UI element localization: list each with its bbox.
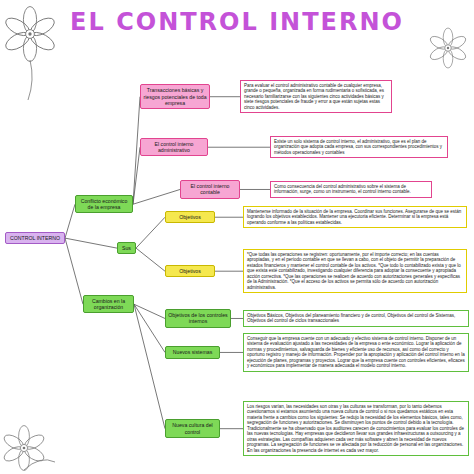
node-text: Transacciones básicas y riesgos potencia… [143,87,207,106]
node-text: El control interno administrativo [143,141,205,153]
node-text: Objetivos de los controles internos [168,312,228,324]
description-box: Conseguir que la empresa cuente con un a… [243,333,469,372]
node-text: Nueva cultura del control [168,422,217,434]
node-text: Cambios en la organización [86,298,131,310]
connector-line [133,189,180,204]
node-text: Objetivos [168,268,212,274]
node-text: Sus [120,245,133,251]
node-text: Conseguir que la empresa cuente con un a… [247,336,465,369]
topic-box: Nuevos sistemas [165,346,220,358]
node-text: Nuevos sistemas [168,349,217,355]
connector-line [220,352,243,353]
description-box: Para evaluar el control administrativo c… [240,80,392,113]
connector-line [208,147,270,148]
connector-line [65,238,83,304]
topic-box: Transacciones básicas y riesgos potencia… [140,84,210,109]
node-text: CONTROL INTERNO [8,235,62,241]
node-text: Los riesgos varían, las necesidades son … [247,404,465,453]
connector-line [220,428,243,429]
branch-box: Cambios en la organización [83,295,134,313]
description-box: Mantenerse informado de la situación de … [243,206,467,228]
connector-line [65,238,117,248]
description-box: Objetivos Básicos, Objetivos del planeam… [243,310,469,327]
connector-line [136,217,165,248]
node-text: Como consecuencia del control administra… [274,184,428,195]
connector-line [134,304,165,428]
node-text: Objetivos [168,214,212,220]
diagram-title: EL CONTROL INTERNO [0,8,474,36]
node-text: El control interno contable [183,183,237,195]
node-text: Objetivos Básicos, Objetivos del planeam… [247,313,465,324]
title-holder: EL CONTROL INTERNO [0,8,474,36]
connector-line [134,304,165,352]
topic-box: Objetivos [165,211,215,223]
connector-line [240,189,270,190]
root-topic: CONTROL INTERNO [5,232,65,244]
description-box: Existe un solo sistema de control intern… [270,136,448,158]
connector-line [210,96,240,97]
connector-line [215,271,243,272]
topic-box: El control interno contable [180,180,240,198]
description-box: *Que todas las operaciones se registren:… [243,249,467,293]
node-text: *Que todas las operaciones se registren:… [247,252,463,290]
connector-line [65,204,75,238]
topic-box: Nueva cultura del control [165,419,220,437]
connector-line [215,217,243,218]
node-text: Mantenerse informado de la situación de … [247,209,463,225]
connector-line [136,248,165,271]
node-text: Conflicto económico de la empresa [78,198,130,210]
topic-box: Objetivos [165,265,215,277]
node-text: Para evaluar el control administrativo c… [244,83,388,110]
topic-box: Objetivos de los controles internos [165,309,231,327]
description-box: Los riesgos varían, las necesidades son … [243,401,469,456]
branch-box: Conflicto económico de la empresa [75,195,133,213]
topic-box: El control interno administrativo [140,138,208,156]
connector-line [133,147,140,204]
connector-line [133,97,140,205]
description-box: Como consecuencia del control administra… [270,181,432,198]
connector-line [231,318,243,319]
node-text: Existe un solo sistema de control intern… [274,139,444,155]
branch-box: Sus [117,242,136,254]
